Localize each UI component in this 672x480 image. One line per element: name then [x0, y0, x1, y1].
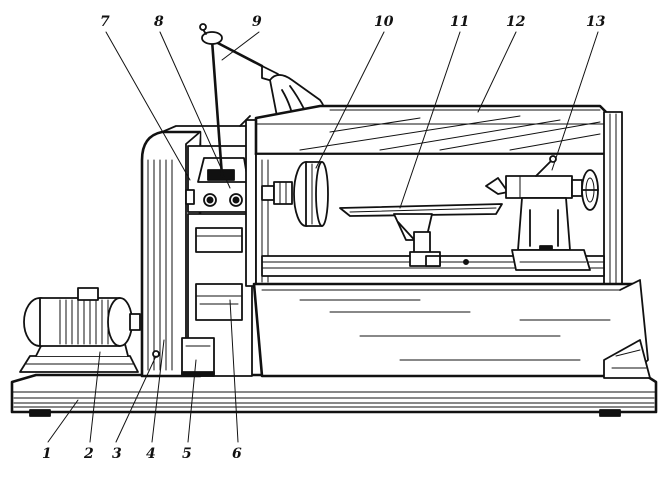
- leader-9: [221, 31, 260, 61]
- callout-8: 8: [154, 14, 164, 30]
- callout-4: 4: [146, 446, 156, 462]
- leader-3: [115, 355, 157, 443]
- control-panel: [185, 145, 251, 213]
- callout-labels: 7 8 9 10 11 12 13 1 2 3 4 5 6: [42, 14, 606, 462]
- leader-2: [89, 351, 101, 443]
- leader-1: [47, 399, 79, 443]
- callout-10: 10: [374, 14, 394, 30]
- callout-5: 5: [182, 446, 192, 462]
- leader-5: [187, 359, 197, 443]
- base-plate: [10, 373, 658, 417]
- leader-10: [315, 31, 385, 169]
- callout-6: 6: [232, 446, 242, 462]
- callout-13: 13: [586, 14, 606, 30]
- leader-7: [105, 31, 191, 181]
- leader-11: [399, 31, 461, 209]
- electric-motor: [19, 287, 141, 373]
- callout-3: 3: [112, 446, 122, 462]
- callout-7: 7: [100, 14, 110, 30]
- tailstock: [485, 155, 599, 271]
- leader-lines: [47, 31, 599, 443]
- leader-4: [151, 339, 165, 443]
- callout-12: 12: [506, 14, 526, 30]
- leader-12: [477, 31, 517, 113]
- callout-2: 2: [83, 446, 94, 462]
- glass-guard: [254, 104, 614, 156]
- spindle-faceplate: [261, 161, 329, 227]
- tool-rest: [339, 203, 503, 267]
- base-cabinet: [181, 213, 253, 377]
- callout-11: 11: [450, 14, 469, 30]
- callout-9: 9: [252, 14, 262, 30]
- leader-8: [159, 31, 231, 189]
- leader-6: [229, 299, 239, 443]
- callout-1: 1: [42, 446, 52, 462]
- leader-13: [551, 31, 599, 171]
